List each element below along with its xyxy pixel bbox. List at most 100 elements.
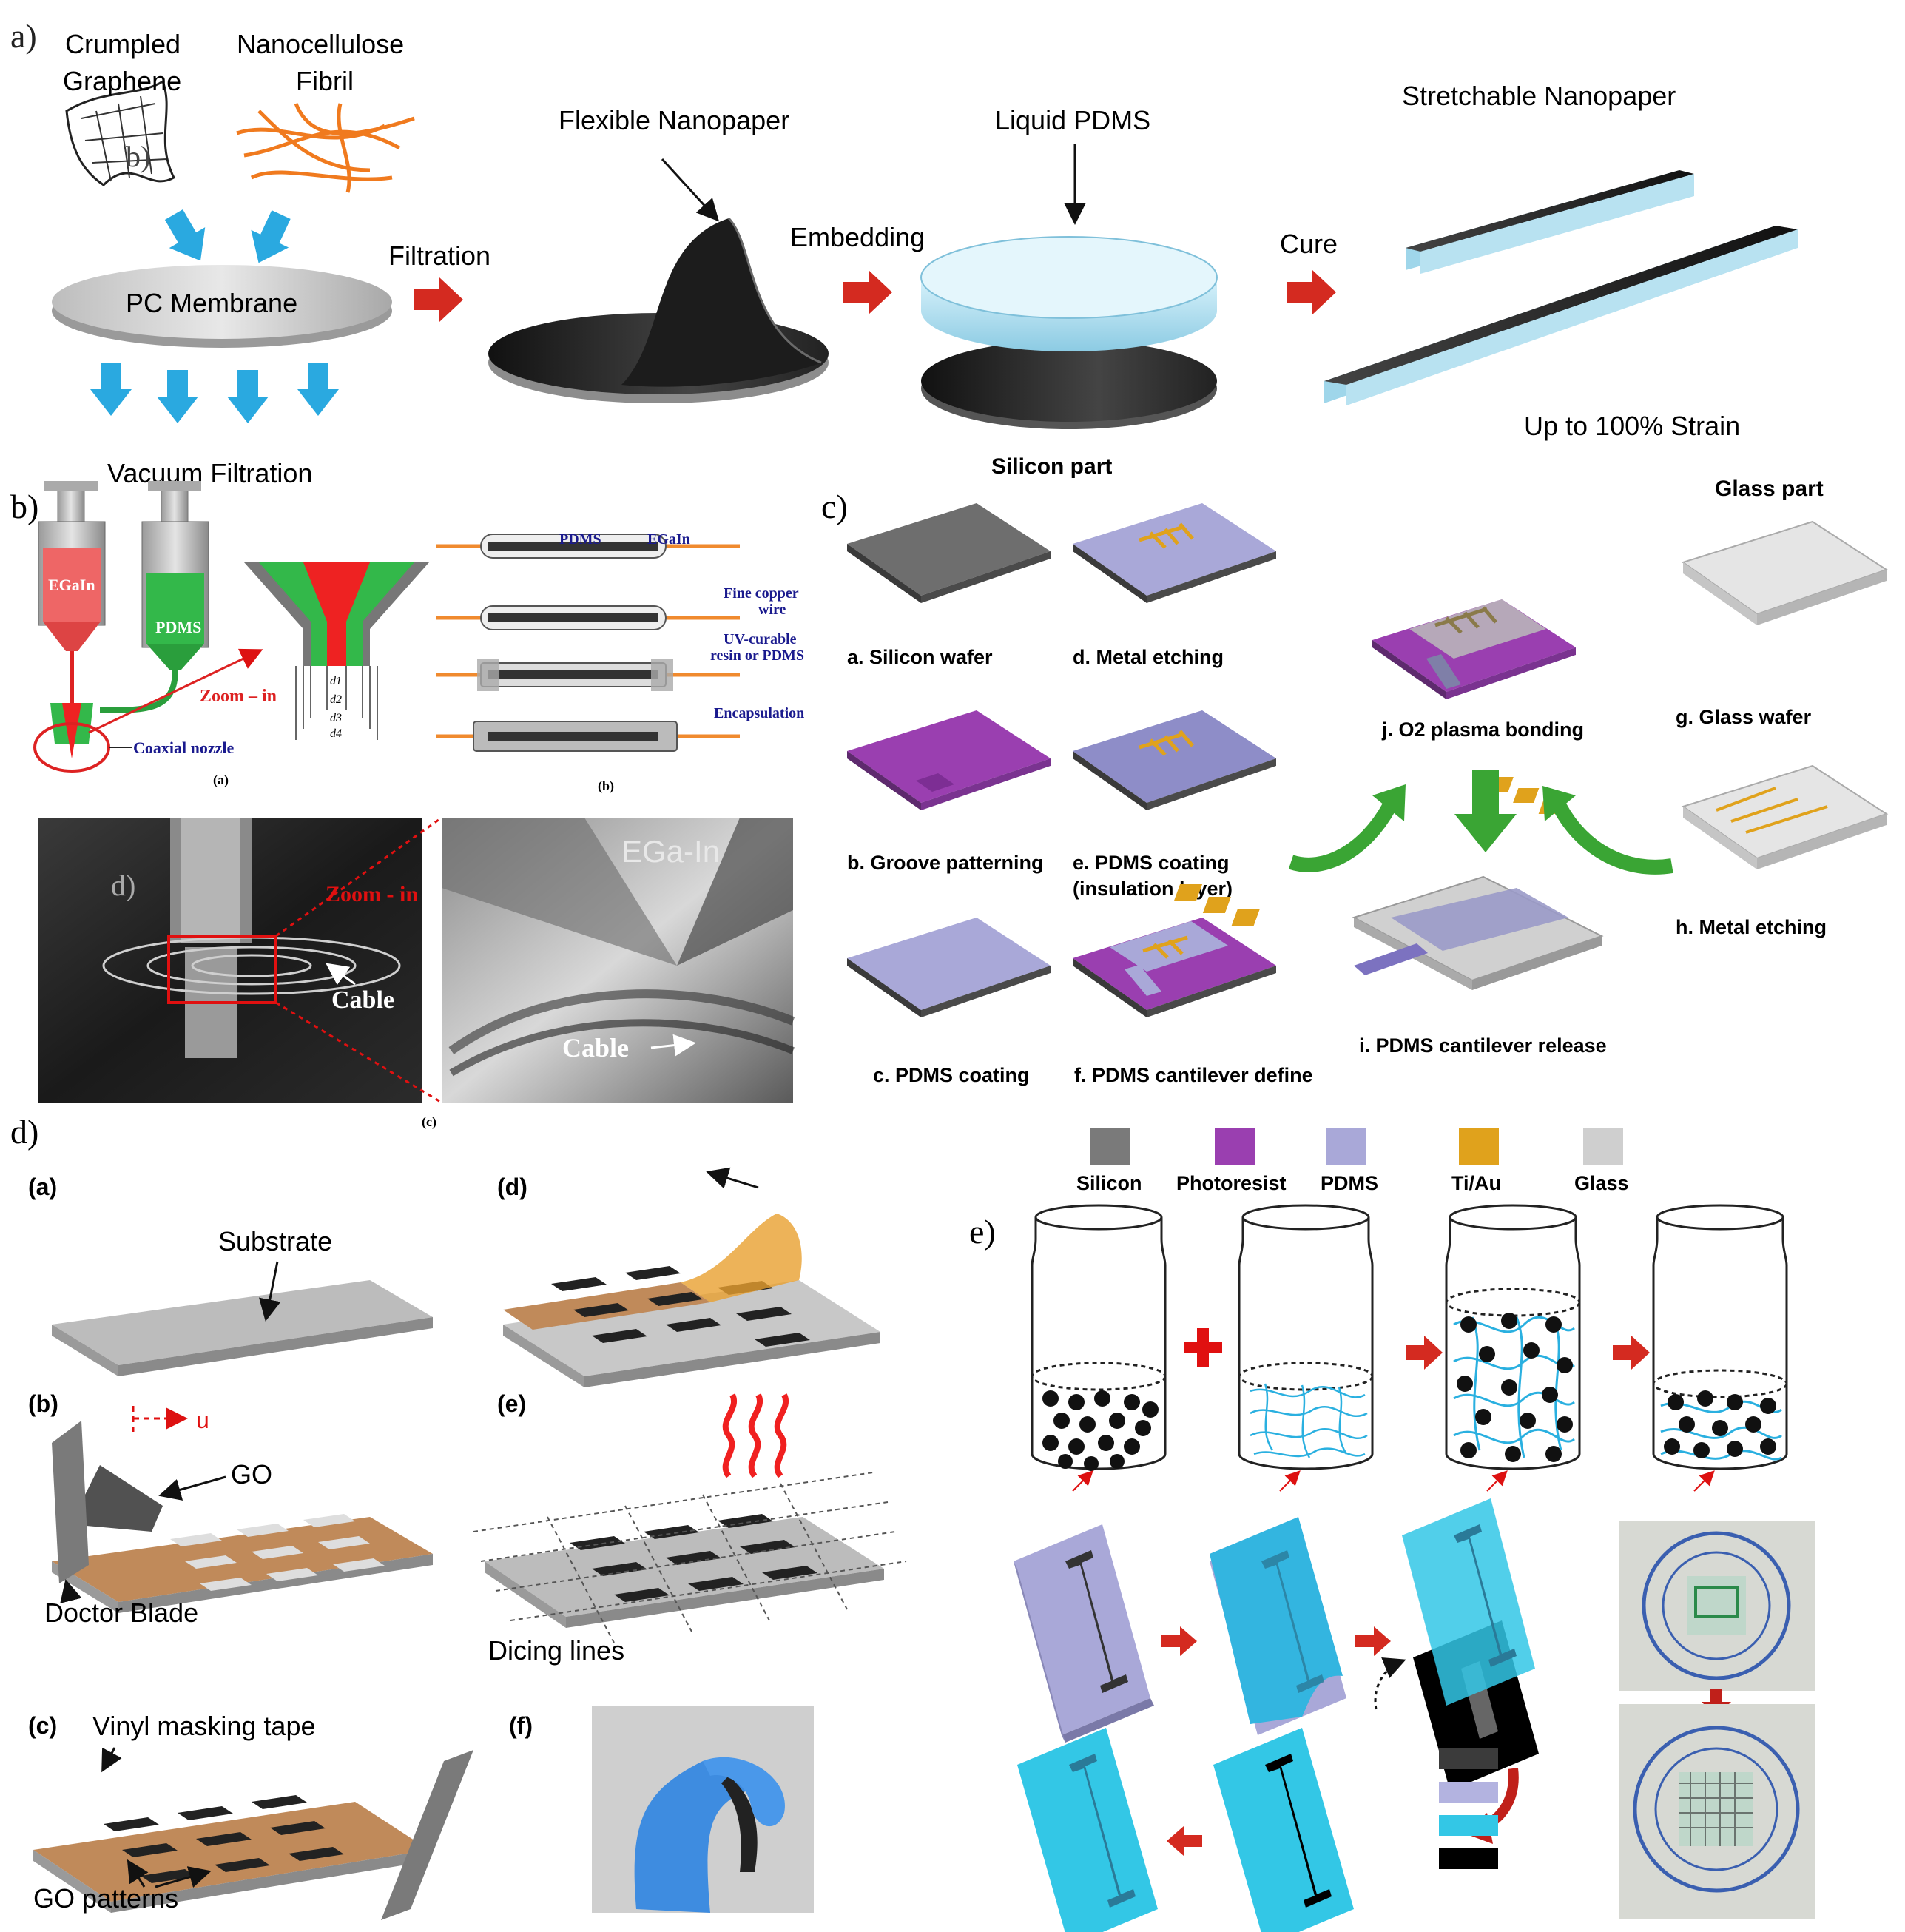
step-c-label: c. PDMS coating [873, 1064, 1030, 1086]
ibeam-step-2 [1210, 1517, 1346, 1735]
d2-label: d2 [330, 693, 342, 706]
red-arrow-icon [843, 270, 892, 314]
vial-4-mix [1660, 1390, 1782, 1461]
substrate-label: Substrate [218, 1226, 332, 1256]
step-i-label: i. PDMS cantilever release [1359, 1034, 1607, 1057]
uv-resin-label-2: resin or PDMS [710, 647, 804, 664]
legend-swatch-glass [1583, 1128, 1623, 1165]
wafer-i [1174, 875, 1604, 990]
blue-arrow-icon [240, 206, 300, 272]
d4-label: d4 [330, 727, 342, 740]
syringe-pdms-label: PDMS [155, 618, 201, 636]
nanocellulose-label-2: Fibril [296, 66, 354, 96]
cable-pdms-label: PDMS [559, 531, 601, 548]
legend-swatch-tiau [1459, 1128, 1499, 1165]
pc-membrane-disk [52, 265, 392, 348]
step-b-label: b. Groove patterning [847, 852, 1044, 874]
panel-d-letter: d) [10, 1113, 38, 1151]
red-arrow-icon [1287, 270, 1336, 314]
step-e-label-2: (insulation layer) [1073, 878, 1233, 900]
ibeam-step-4 [1213, 1728, 1354, 1932]
wafer-f [1073, 918, 1276, 1017]
wafer-c [847, 918, 1051, 1017]
vial-2 [1238, 1204, 1374, 1470]
legend-silicon-label: Silicon [1076, 1172, 1142, 1194]
wafer-g [1681, 520, 1889, 625]
material-legend [1090, 1128, 1623, 1165]
panel-b: b) EGaIn PDMS Coaxial nozzle Zoom – in (… [10, 481, 804, 1130]
vial-2-fibers [1250, 1383, 1368, 1458]
blue-arrow-icon [297, 363, 339, 416]
peeling-plate [503, 1214, 880, 1387]
red-arrow-icon [1613, 1336, 1650, 1370]
panel-e: e) [969, 1204, 1815, 1932]
flexible-nanopaper-label: Flexible Nanopaper [559, 105, 789, 135]
flexible-nanopaper-icon [488, 217, 829, 403]
dicing-plate [473, 1472, 907, 1643]
panel-e-letter: e) [969, 1213, 996, 1251]
step-h-label: h. Metal etching [1676, 916, 1827, 938]
b-overlay-label: b) [126, 140, 150, 173]
legend-swatch-black [1439, 1848, 1498, 1869]
d1-label: d1 [330, 675, 342, 687]
legend-glass-label: Glass [1574, 1172, 1629, 1194]
sub-d-f-label: (f) [509, 1712, 533, 1739]
panel-a-letter: a) [10, 17, 37, 55]
vial-1 [1031, 1204, 1167, 1470]
filtration-label: Filtration [388, 240, 490, 271]
nozzle-closeup-photo [442, 818, 795, 1103]
legend-swatch-lavender [1439, 1782, 1498, 1803]
stretchable-nanopaper-icon [1324, 170, 1798, 405]
photo-d-overlay-label: d) [111, 869, 135, 902]
panel-a: a) Crumpled Graphene b) Nanocellulose Fi… [10, 17, 1798, 488]
blue-arrow-icon [157, 370, 198, 423]
wafer-h [1487, 764, 1889, 869]
red-arrow-icon [1406, 1336, 1443, 1370]
go-patterns-label: GO patterns [33, 1883, 178, 1914]
legend-pdms-label: PDMS [1321, 1172, 1378, 1194]
printer-photo [38, 818, 422, 1103]
panel-c: c) Silicon part Glass part a. Silicon wa… [821, 454, 1889, 1194]
legend-photoresist-label: Photoresist [1176, 1172, 1287, 1194]
vinyl-label: Vinyl masking tape [92, 1711, 316, 1741]
fine-copper-label-1: Fine copper [724, 585, 799, 602]
red-arrow-icon [1161, 1626, 1197, 1656]
u-label: u [196, 1407, 209, 1433]
panel-b-letter: b) [10, 488, 38, 525]
liquid-pdms-label: Liquid PDMS [995, 105, 1150, 135]
cure-label: Cure [1280, 229, 1338, 259]
flexible-sample-photo [592, 1706, 814, 1913]
blue-arrow-icon [90, 363, 132, 416]
liquid-pdms-icon [920, 236, 1218, 429]
plus-icon [1184, 1328, 1222, 1367]
green-arrow-icon [1454, 770, 1517, 852]
crumpled-graphene-icon [65, 79, 175, 186]
photo-cable-label-2: Cable [562, 1033, 629, 1063]
wafer-d [1073, 503, 1276, 603]
heat-icon [722, 1393, 789, 1478]
egaln-syringe [38, 481, 106, 651]
silicon-part-label: Silicon part [991, 454, 1112, 479]
crumpled-graphene-label-2: Graphene [63, 66, 181, 96]
red-arrow-icon [1355, 1626, 1391, 1656]
nanocellulose-label-1: Nanocellulose [237, 29, 404, 59]
green-curved-arrow-icon [1288, 784, 1406, 872]
sub-c-label: (c) [422, 1114, 436, 1130]
step-g-label: g. Glass wafer [1676, 706, 1812, 728]
sub-d-b-label: (b) [28, 1390, 58, 1417]
zoom-in-label: Zoom – in [200, 687, 277, 706]
sub-d-e-label: (e) [497, 1390, 526, 1417]
step-a-label: a. Silicon wafer [847, 646, 993, 668]
go-label: GO [231, 1459, 272, 1490]
legend-swatch-pdms [1326, 1128, 1366, 1165]
doctor-blade-label: Doctor Blade [44, 1598, 198, 1628]
pdms-syringe [141, 481, 209, 670]
vial-3 [1445, 1204, 1581, 1470]
red-arrow-icon [414, 277, 463, 322]
blue-arrow-icon [227, 370, 269, 423]
step-j-label: j. O2 plasma bonding [1381, 718, 1584, 741]
vacuum-filtration-label: Vacuum Filtration [107, 458, 312, 488]
vial-4 [1652, 1204, 1788, 1470]
encapsulation-label: Encapsulation [714, 705, 804, 721]
wafer-b [847, 710, 1051, 810]
